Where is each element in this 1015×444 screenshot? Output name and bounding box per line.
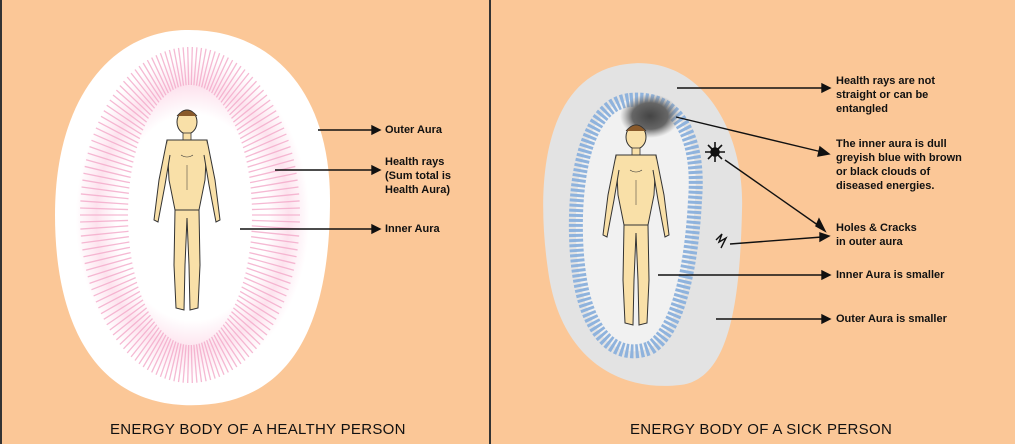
sick-caption: ENERGY BODY OF A SICK PERSON: [630, 421, 892, 438]
inner-smaller-label: Inner Aura is smaller: [836, 268, 944, 282]
inner-aura-dull-label: The inner aura is dull greyish blue with…: [836, 137, 962, 193]
hole-burst-icon: [705, 142, 725, 162]
rays-not-straight-label: Health rays are not straight or can be e…: [836, 74, 935, 116]
outer-smaller-label: Outer Aura is smaller: [836, 312, 947, 326]
holes-line-2: [730, 237, 822, 244]
healthy-caption: ENERGY BODY OF A HEALTHY PERSON: [110, 421, 406, 438]
holes-cracks-label: Holes & Cracks in outer aura: [836, 221, 917, 249]
inner-aura-label: Inner Aura: [385, 222, 440, 236]
outer-aura-label: Outer Aura: [385, 123, 442, 137]
health-rays-label: Health rays (Sum total is Health Aura): [385, 155, 451, 197]
